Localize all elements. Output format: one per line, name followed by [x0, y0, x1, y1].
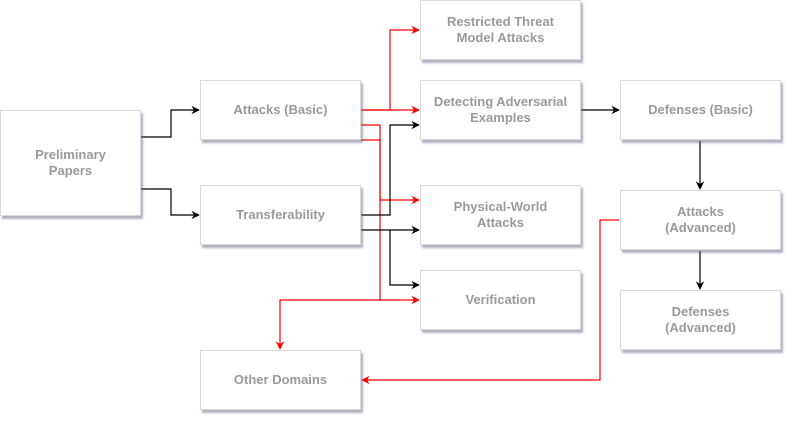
edge-preliminary-to-transferability [141, 188, 200, 220]
node-attacks-basic[interactable]: Attacks (Basic) [200, 80, 361, 140]
node-verification[interactable]: Verification [420, 270, 581, 330]
edge-attacks-basic-to-verification [361, 139, 420, 305]
node-defenses-advanced[interactable]: Defenses (Advanced) [620, 290, 781, 350]
node-preliminary-papers[interactable]: Preliminary Papers [0, 110, 141, 216]
node-other-domains[interactable]: Other Domains [200, 350, 361, 410]
node-transferability[interactable]: Transferability [200, 185, 361, 245]
edge-transferability-to-detecting [361, 120, 420, 216]
node-detecting-adversarial-examples[interactable]: Detecting Adversarial Examples [420, 80, 581, 140]
edge-preliminary-to-attacks-basic [141, 105, 200, 138]
node-defenses-basic[interactable]: Defenses (Basic) [620, 80, 781, 140]
edge-attacks-basic-to-restricted [361, 25, 420, 111]
node-restricted-threat-model-attacks[interactable]: Restricted Threat Model Attacks [420, 0, 581, 60]
node-physical-world-attacks[interactable]: Physical-World Attacks [420, 185, 581, 245]
node-attacks-advanced[interactable]: Attacks (Advanced) [620, 190, 781, 250]
edge-transferability-to-verification [389, 230, 420, 290]
edge-attacks-basic-to-other-domains [275, 299, 380, 350]
edge-attacks-advanced-to-other-domains [361, 219, 619, 385]
